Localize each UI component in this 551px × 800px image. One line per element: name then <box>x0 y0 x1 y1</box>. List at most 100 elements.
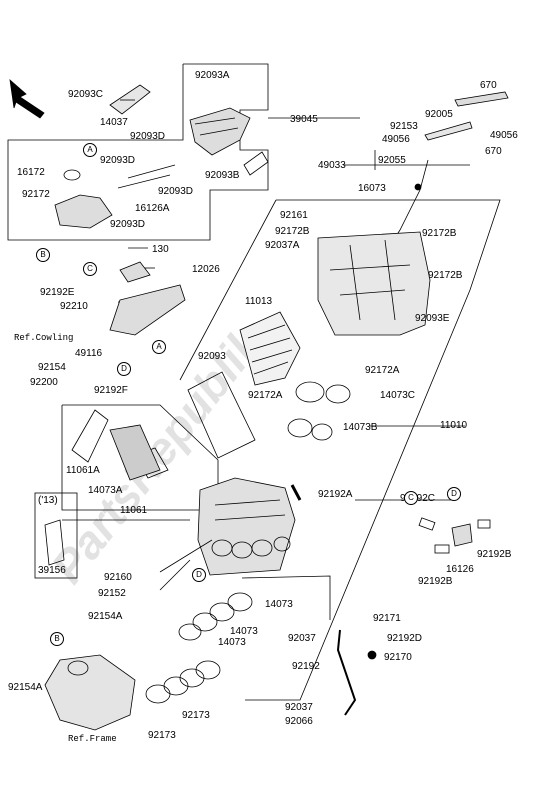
part-label: 92093 <box>198 351 226 362</box>
part-label: 92093D <box>110 219 146 230</box>
part-label: 14073B <box>343 422 378 433</box>
direction-arrow-icon <box>9 78 45 119</box>
part-label: 92192F <box>94 385 128 396</box>
part-label: 92172B <box>275 226 310 237</box>
part-label: 11061A <box>66 465 100 476</box>
part-label: 92093D <box>158 186 194 197</box>
callout-b: B <box>36 248 50 262</box>
part-label: 39156 <box>38 565 66 576</box>
part-39156 <box>44 519 65 566</box>
callout-d: D <box>117 362 131 376</box>
drain-hose <box>336 629 357 716</box>
funnel-92173 <box>145 684 171 704</box>
part-label: 92170 <box>384 652 412 663</box>
callout-d: D <box>192 568 206 582</box>
part-label: 92172A <box>248 390 283 401</box>
part-label: 92154A <box>88 611 123 622</box>
part-label: 92093D <box>130 131 166 142</box>
throttle-body <box>317 231 431 336</box>
part-label: 14073C <box>380 390 416 401</box>
duct-14073b <box>287 418 313 438</box>
part-label: 130 <box>152 244 169 255</box>
part-label: 92037A <box>265 240 300 251</box>
part-label: 39045 <box>290 114 318 125</box>
part-label: 92160 <box>104 572 132 583</box>
part-label: 92172A <box>365 365 400 376</box>
part-label: 14037 <box>100 117 128 128</box>
part-label: 92153 <box>390 121 418 132</box>
part-label: 92093A <box>195 70 230 81</box>
gasket-92093 <box>187 371 256 459</box>
part-label: 49056 <box>490 130 518 141</box>
part-label: 14073A <box>88 485 123 496</box>
part-label: 92192 <box>292 661 320 672</box>
airbox-housing <box>197 477 296 576</box>
duct-14073c <box>295 381 325 403</box>
part-label: 92172B <box>428 270 463 281</box>
part-label: 92192A <box>318 489 353 500</box>
part-label: 92154 <box>38 362 66 373</box>
part-label: 12026 <box>192 264 220 275</box>
part-label: 14073 <box>230 626 258 637</box>
part-label: 49116 <box>75 348 103 359</box>
part-label: 670 <box>485 146 502 157</box>
part-label: 14073 <box>265 599 293 610</box>
air-filter-element <box>239 311 301 386</box>
seal-part <box>243 151 269 176</box>
part-label: 49033 <box>318 160 346 171</box>
part-label: 92037 <box>288 633 316 644</box>
part-label: 670 <box>480 80 497 91</box>
part-label: 92005 <box>425 109 453 120</box>
callout-d: D <box>447 487 461 501</box>
part-label: 92093C <box>68 89 104 100</box>
part-label: 92172 <box>22 189 50 200</box>
callout-a: A <box>83 143 97 157</box>
bracket-part <box>109 84 151 115</box>
bracket-12026 <box>119 261 151 283</box>
part-label: ('13) <box>38 495 58 506</box>
assembly-outline-39045 <box>7 63 269 241</box>
part-label: 11010 <box>440 420 468 431</box>
part-label: 16073 <box>358 183 386 194</box>
part-label: 92173 <box>182 710 210 721</box>
part-label: 92173 <box>148 730 176 741</box>
part-label: 92192B <box>418 576 453 587</box>
funnel-14073-1 <box>227 592 253 612</box>
part-label: 92192E <box>40 287 75 298</box>
part-label: 92152 <box>98 588 126 599</box>
valve-16126 <box>451 523 473 547</box>
cover-11061a <box>71 409 109 463</box>
part-label: Ref.Cowling <box>14 333 74 343</box>
part-label: 16126A <box>135 203 170 214</box>
part-label: 92200 <box>30 377 58 388</box>
callout-c: C <box>404 491 418 505</box>
part-label: Ref.Frame <box>68 734 117 744</box>
frame-cover <box>44 654 136 731</box>
part-label: 92066 <box>285 716 313 727</box>
part-label: 92172B <box>422 228 457 239</box>
sensor-bracket <box>109 284 186 336</box>
part-label: 92093D <box>100 155 136 166</box>
part-label: 92192B <box>477 549 512 560</box>
actuator-part <box>454 91 509 107</box>
part-label: 92192D <box>387 633 423 644</box>
part-label: 11061 <box>120 505 148 516</box>
part-label: 14073 <box>218 637 246 648</box>
part-label: 16172 <box>17 167 45 178</box>
part-label: 92093B <box>205 170 240 181</box>
part-label: 92171 <box>373 613 401 624</box>
part-label: 92037 <box>285 702 313 713</box>
part-label: 92093E <box>415 313 450 324</box>
part-label: 92055 <box>378 155 406 166</box>
part-label: 92154A <box>8 682 43 693</box>
callout-c: C <box>83 262 97 276</box>
part-label: 49056 <box>382 134 410 145</box>
callout-a: A <box>152 340 166 354</box>
callout-b: B <box>50 632 64 646</box>
lower-cover-part <box>54 194 113 229</box>
part-label: 92210 <box>60 301 88 312</box>
airbox-boundary <box>245 199 501 701</box>
part-label: 92161 <box>280 210 308 221</box>
